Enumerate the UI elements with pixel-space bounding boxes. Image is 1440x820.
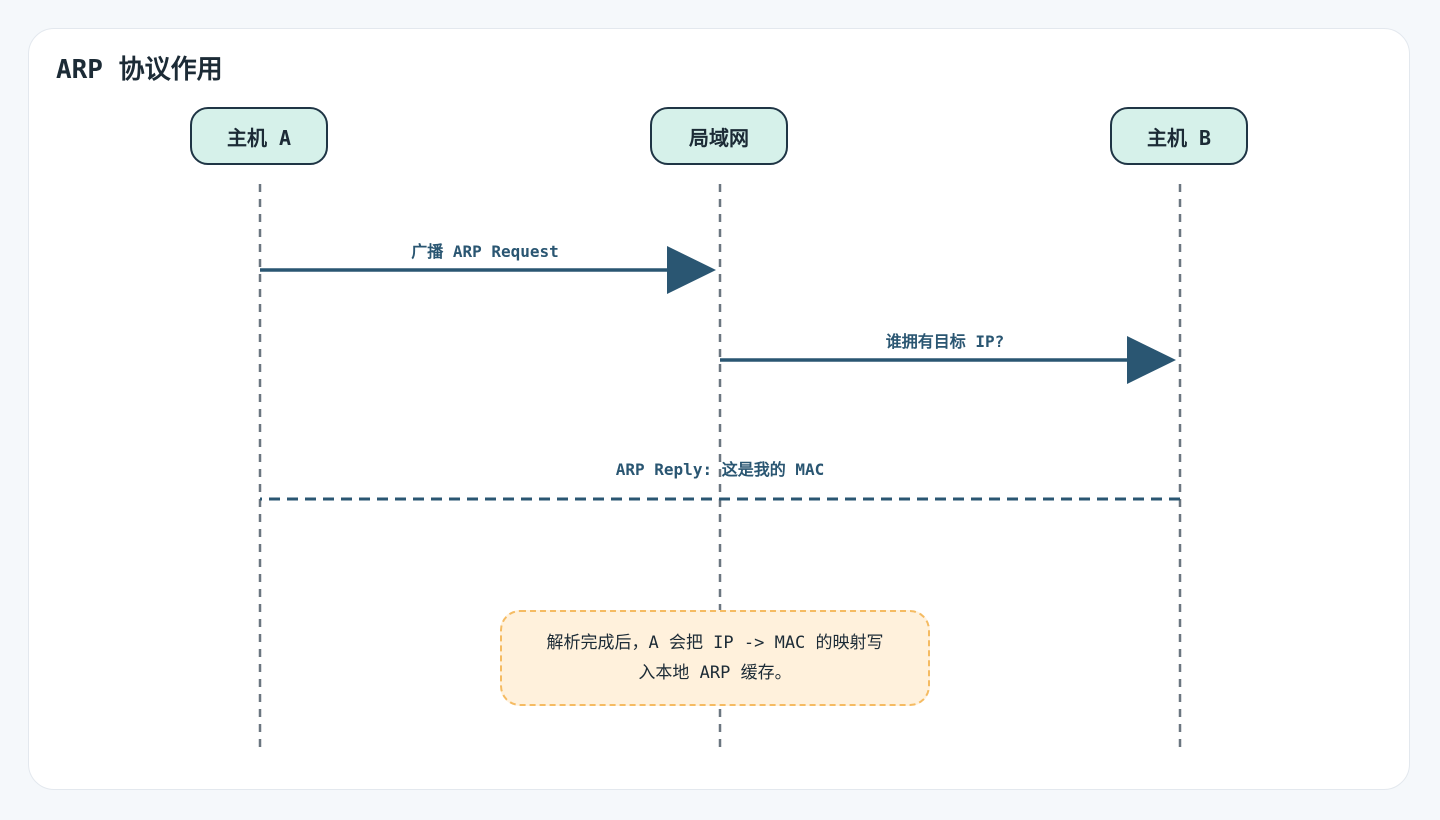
arrowhead-who-has-ip — [1127, 336, 1176, 384]
message-label-arp-request: 广播 ARP Request — [411, 242, 559, 261]
message-label-who-has-ip: 谁拥有目标 IP? — [885, 332, 1005, 351]
note-box: 解析完成后，A 会把 IP -> MAC 的映射写入本地 ARP 缓存。 — [500, 610, 930, 706]
participant-host-b: 主机 B — [1110, 107, 1248, 165]
diagram-title: ARP 协议作用 — [56, 55, 223, 85]
participant-host-a: 主机 A — [190, 107, 328, 165]
note-text: 解析完成后，A 会把 IP -> MAC 的映射写入本地 ARP 缓存。 — [546, 633, 884, 683]
arrowhead-arp-request — [667, 246, 716, 294]
message-label-arp-reply: ARP Reply: 这是我的 MAC — [615, 460, 825, 479]
participant-lan: 局域网 — [650, 107, 788, 165]
